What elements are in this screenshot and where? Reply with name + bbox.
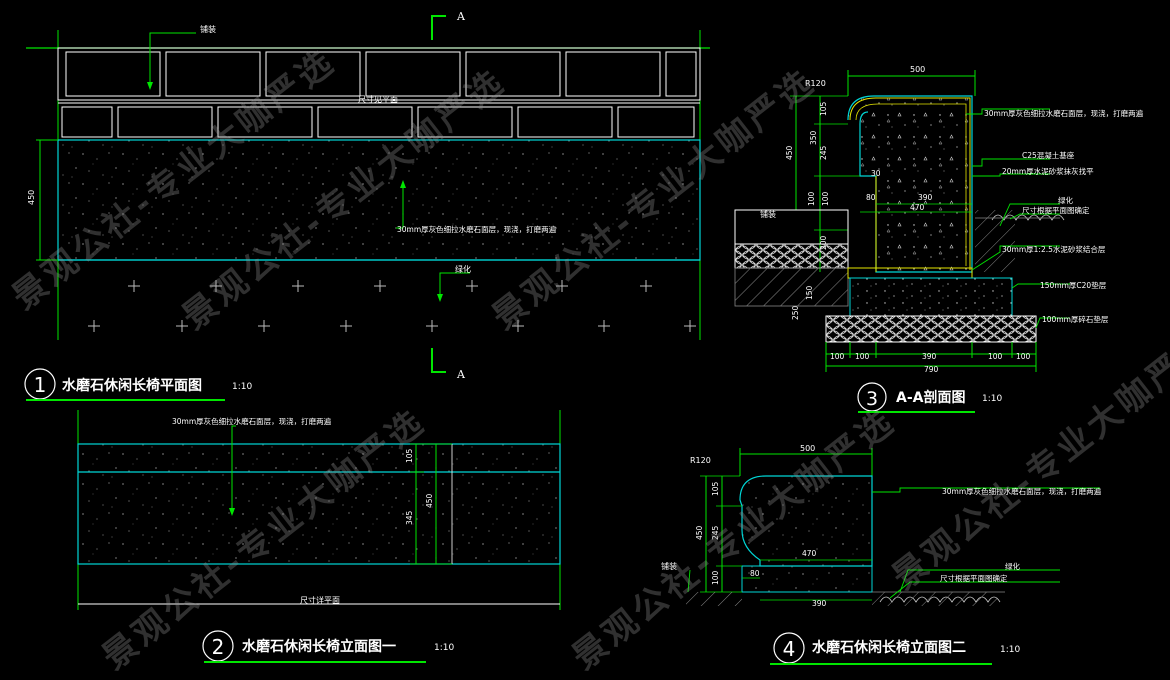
plan-label-size: 尺寸见平面: [358, 94, 398, 104]
elev2-label-surface: 30mm厚灰色细拉水磨石面层，现浇，打磨两遍: [942, 486, 1102, 496]
section-view: 500 R120 105 350 450 245 100 100 80 30 3…: [734, 65, 1144, 413]
elev1-label-surface: 30mm厚灰色细拉水磨石面层，现浇，打磨两遍: [172, 416, 332, 426]
section-dim-350: 350: [809, 130, 818, 145]
plan-view: 450 铺装 尺寸见平面 30mm厚灰色细拉水磨石面层，现浇，打磨两遍: [24, 10, 710, 401]
plan-scale: 1:10: [232, 382, 252, 392]
elev2-dim-105: 105: [711, 481, 720, 496]
section-label-bedding: 30mm厚1:2.5水泥砂浆结合层: [1002, 244, 1106, 254]
section-bdim-100c: 100: [988, 352, 1003, 361]
section-mark-top: A: [456, 10, 466, 23]
section-label-paving: 铺装: [760, 209, 776, 219]
section-bdim-100b: 100: [855, 352, 870, 361]
section-label-base: 150mm厚C20垫层: [1040, 280, 1107, 290]
elev2-dim-450: 450: [695, 525, 704, 540]
plan-title: 水磨石休闲长椅平面图: [62, 377, 202, 394]
section-label-gravel: 100mm厚碎石垫层: [1042, 314, 1109, 324]
elev2-scale: 1:10: [1000, 645, 1020, 655]
elev1-dim-450: 450: [425, 493, 434, 508]
elev2-label-size: 尺寸根据平面图确定: [940, 573, 1008, 583]
elev2-dim-470: 470: [802, 549, 817, 558]
section-dim-500: 500: [910, 65, 925, 74]
elevation-1-view: 105 345 450 30mm厚灰色细拉水磨石面层，现浇，打磨两遍 尺寸详平面…: [77, 410, 561, 663]
section-title-number: 3: [866, 388, 878, 410]
elev1-title: 水磨石休闲长椅立面图一: [242, 638, 396, 655]
section-dim-r120: R120: [805, 79, 826, 88]
section-bdim-790: 790: [924, 365, 939, 374]
section-dim-30: 30: [871, 169, 881, 178]
section-dim-450: 450: [785, 145, 794, 160]
elevation-2-view: 500 R120 105 450 245 100 470 80 390: [661, 444, 1102, 665]
elev2-dim-500: 500: [800, 444, 815, 453]
section-dim-80: 80: [866, 193, 876, 202]
elev2-title: 水磨石休闲长椅立面图二: [812, 639, 966, 656]
section-dim-200: 200: [819, 235, 828, 250]
elev1-label-size: 尺寸详平面: [300, 595, 340, 605]
plan-dim-450: 450: [27, 190, 36, 205]
section-dim-105: 105: [819, 101, 828, 116]
section-label-size: 尺寸根据平面图确定: [1022, 205, 1090, 215]
elev2-label-green: 绿化: [1005, 561, 1020, 571]
elev1-title-number: 2: [212, 635, 225, 659]
elev2-dim-245: 245: [711, 525, 720, 540]
plan-label-surface: 30mm厚灰色细拉水磨石面层，现浇，打磨两遍: [397, 224, 557, 234]
section-label-mortar: 20mm厚水泥砂浆抹灰找平: [1002, 166, 1094, 176]
elev2-dim-80: 80: [750, 569, 760, 578]
elev2-dim-100: 100: [711, 570, 720, 585]
section-bdim-390: 390: [922, 352, 937, 361]
section-dim-390: 390: [918, 193, 933, 202]
section-dim-245: 245: [819, 145, 828, 160]
section-dim-100b: 100: [821, 191, 830, 206]
section-title: A-A剖面图: [896, 389, 965, 406]
section-label-green: 绿化: [1058, 195, 1074, 205]
plan-label-paving: 铺装: [200, 24, 216, 34]
plan-label-green: 绿化: [455, 264, 471, 274]
section-bdim-100a: 100: [830, 352, 845, 361]
section-dim-470: 470: [910, 203, 925, 212]
section-dim-100a: 100: [807, 191, 816, 206]
plan-title-number: 1: [34, 373, 47, 397]
elev2-dim-390: 390: [812, 599, 827, 608]
elev2-title-number: 4: [783, 637, 796, 661]
elev2-label-paving: 铺装: [661, 561, 677, 571]
section-scale: 1:10: [982, 394, 1002, 404]
elev1-scale: 1:10: [434, 643, 454, 653]
section-bdim-100d: 100: [1016, 352, 1031, 361]
section-label-surface: 30mm厚灰色细拉水磨石面层，现浇，打磨两遍: [984, 108, 1144, 118]
section-dim-250: 250: [791, 305, 800, 320]
elev1-dim-105: 105: [405, 448, 414, 463]
elev2-dim-r120: R120: [690, 456, 711, 465]
section-label-concrete: C25混凝土基座: [1022, 150, 1075, 160]
section-mark-bottom: A: [456, 368, 466, 381]
elev1-dim-345: 345: [405, 510, 414, 525]
